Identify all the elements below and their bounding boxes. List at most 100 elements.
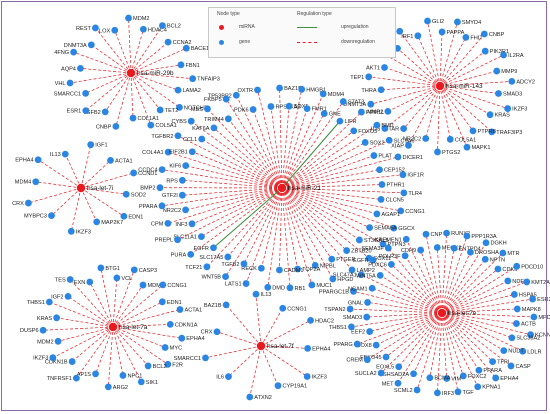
gene-node-BCL2[interactable] [159,22,166,29]
gene-node-PPARGC1B[interactable] [350,287,357,295]
gene-node-EGFR[interactable] [210,244,217,252]
gene-node-TCF21[interactable] [203,263,211,271]
gene-node-IGF1[interactable] [87,141,95,149]
gene-node-PTHR1[interactable] [378,181,386,188]
gene-node-GNAL[interactable] [364,299,371,306]
gene-node-HPGD[interactable] [329,275,337,283]
gene-node-THBS1[interactable] [347,323,355,331]
gene-node-HDAC2[interactable] [307,316,314,324]
gene-node-SLC38A2[interactable] [508,334,516,342]
gene-node-GTF2I[interactable] [178,191,186,199]
gene-node-SOX8[interactable] [372,341,380,349]
gene-node-TLR4[interactable] [400,189,408,197]
gene-node-OXTR[interactable] [254,86,261,94]
gene-node-MDM2[interactable] [125,14,132,22]
gene-node-EOXL5[interactable] [395,363,403,371]
gene-node-IL2RA[interactable] [500,51,507,59]
gene-node-MET[interactable] [394,379,402,387]
gene-node-EPHA4[interactable] [492,374,500,382]
gene-node-KRAS[interactable] [486,111,494,119]
gene-node-CCL1[interactable] [198,135,206,143]
gene-node-CNBP[interactable] [480,30,488,38]
gene-node-LOX[interactable] [111,26,119,34]
gene-node-CNP[interactable] [422,230,430,238]
gene-node-LAMA2[interactable] [174,86,182,94]
gene-node-KPNA1[interactable] [474,383,482,391]
gene-node-EPHA4[interactable] [34,156,42,164]
gene-node-COL5A1[interactable] [147,121,155,129]
gene-node-LIFR[interactable] [336,117,344,125]
gene-node-IGF1R[interactable] [396,27,404,35]
gene-node-CDK6[interactable] [494,265,502,273]
gene-node-NR2C2[interactable] [182,206,189,214]
gene-node-IDS[interactable] [381,125,389,132]
gene-node-DUSP6[interactable] [39,326,47,334]
gene-node-CCNG1[interactable] [159,281,167,289]
gene-node-SHSAD2A[interactable] [410,370,417,378]
gene-node-PPARA[interactable] [158,202,166,210]
gene-node-KREMEN1[interactable] [402,235,410,243]
gene-node-BCMA[interactable] [426,374,434,382]
gene-node-PTGER[interactable] [328,255,336,263]
gene-node-ACTA1[interactable] [176,306,184,313]
gene-node-LAMP2[interactable] [348,266,356,274]
gene-node-PDK6[interactable] [249,106,257,113]
gene-node-PPM1L[interactable] [358,108,365,116]
gene-node-DMD[interactable] [264,283,272,291]
gene-node-CDKN1B[interactable] [68,358,76,365]
gene-node-CASP3[interactable] [130,266,138,274]
gene-node-CEP152[interactable] [376,166,383,174]
gene-node-BMI1[interactable] [373,121,381,129]
gene-node-HSPA5[interactable] [510,291,518,298]
gene-node-FOXO3[interactable] [350,127,358,135]
gene-node-WNT5B[interactable] [222,273,229,281]
gene-node-SOD2[interactable] [122,190,130,198]
gene-node-PPARG[interactable] [353,340,361,348]
gene-node-KRAS[interactable] [53,314,61,322]
gene-node-GGCX[interactable] [390,224,398,232]
gene-node-IKZF3[interactable] [67,227,75,235]
gene-node-KMT2A[interactable] [523,278,531,286]
gene-node-EIF2B1[interactable] [188,148,196,156]
gene-node-CLCN5[interactable] [377,196,385,203]
gene-node-DNMT3A[interactable] [87,41,95,49]
gene-node-DROSHA[interactable] [467,248,474,256]
gene-node-VCL[interactable] [113,274,121,282]
gene-node-IKZF3[interactable] [303,373,311,380]
gene-node-PTPRB[interactable] [469,127,477,135]
gene-node-TOP2A[interactable] [294,265,301,273]
gene-node-COL4A1[interactable] [164,148,172,156]
gene-node-HDAC4[interactable] [139,25,147,33]
gene-node-IL6[interactable] [225,373,232,381]
gene-node-COL1A1[interactable] [129,114,137,122]
gene-node-MAPK8[interactable] [513,305,521,313]
gene-node-AKT1[interactable] [381,64,388,71]
gene-node-BACE1[interactable] [182,44,190,52]
gene-node-CPM[interactable] [164,219,172,227]
gene-node-BCL2[interactable] [144,362,152,370]
gene-node-FHIT[interactable] [462,33,470,41]
gene-node-PLAT[interactable] [370,152,378,159]
gene-node-PTPN3[interactable] [379,240,387,248]
gene-node-KCNN3[interactable] [527,331,534,339]
gene-node-ST3GAL5[interactable] [356,236,363,244]
gene-node-TSPAN2[interactable] [346,305,354,313]
gene-node-CADM1[interactable] [276,266,283,274]
gene-node-TES[interactable] [66,276,74,283]
gene-node-MPDU1[interactable] [530,313,538,321]
gene-node-EDN1[interactable] [120,212,128,220]
gene-node-RB1[interactable] [286,284,294,292]
gene-node-CDH9[interactable] [417,246,425,254]
gene-node-AP1S[interactable] [92,370,99,378]
gene-node-PTGS2[interactable] [434,148,441,156]
gene-node-SLC17A5[interactable] [224,253,232,261]
gene-node-COL5A1[interactable] [446,135,454,143]
gene-node-IGF1R[interactable] [399,171,407,179]
gene-node-TET2[interactable] [156,106,164,114]
gene-node-KIF6[interactable] [182,162,190,170]
gene-node-NOTCH2[interactable] [176,103,183,111]
gene-node-CREM[interactable] [363,356,371,364]
gene-node-XIAP[interactable] [405,141,412,149]
gene-node-STAT3[interactable] [339,98,347,105]
gene-node-BMP2[interactable] [156,184,164,192]
